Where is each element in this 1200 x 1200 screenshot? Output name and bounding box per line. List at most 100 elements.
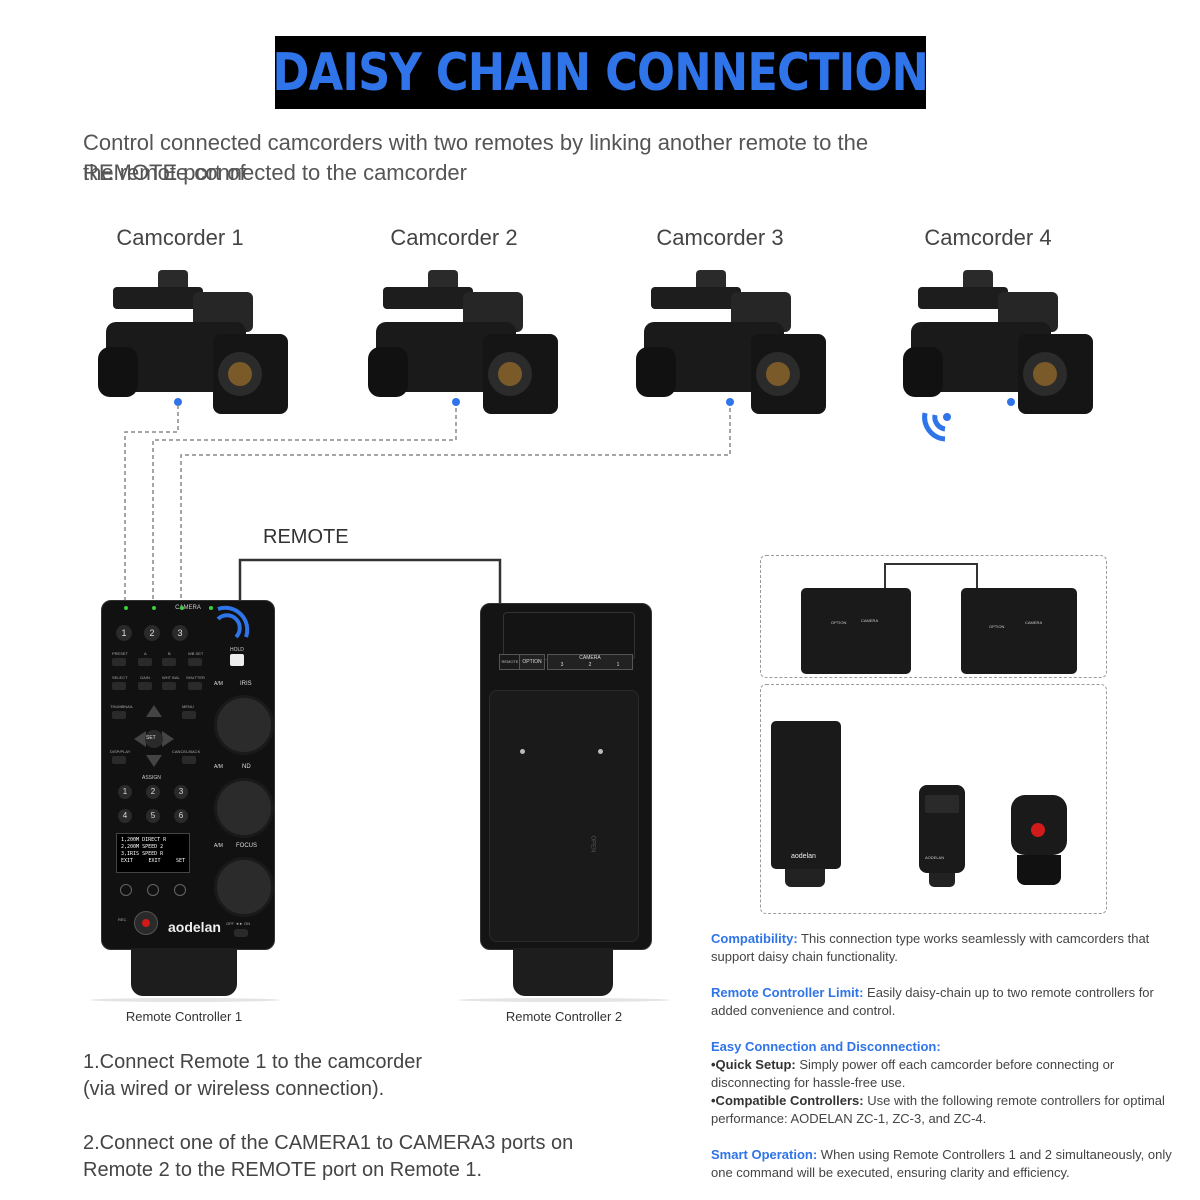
compatible-controllers-text: Use with the following remote controller… [711, 1093, 1165, 1126]
step-1-line-2: (via wired or wireless connection). [83, 1078, 385, 1100]
screw-left [520, 749, 525, 754]
controller-zc-compact: AODELAN [919, 785, 965, 873]
soft-button-right[interactable] [174, 884, 186, 896]
led-1 [124, 606, 128, 610]
quick-setup-head: •Quick Setup: [711, 1057, 796, 1072]
camcorder-icon [636, 270, 826, 414]
soft-key-3[interactable]: SET [175, 858, 185, 864]
set-button[interactable]: SET [146, 735, 156, 741]
assign-4-button[interactable]: 4 [118, 809, 132, 823]
focus-am-label: A/M [214, 843, 223, 849]
assign-label: ASSIGN [142, 775, 161, 781]
gain-button[interactable] [138, 682, 152, 690]
brand-logo-text: aodelan [168, 919, 221, 935]
wht-bal-button[interactable] [162, 682, 176, 690]
camcorder-icon [98, 270, 288, 414]
menu-button[interactable] [182, 711, 196, 719]
shutter-button[interactable] [188, 682, 202, 690]
status-screen: 1,200M DIRECT R 2,200M SPEED 2 3,IRIS SP… [116, 833, 190, 873]
remote-limit-head: Remote Controller Limit: [711, 985, 864, 1000]
smart-operation-text: When using Remote Controllers 1 and 2 si… [711, 1147, 1172, 1180]
remote-2-shadow [458, 998, 670, 1002]
smart-operation-head: Smart Operation: [711, 1147, 818, 1162]
select-label: SELECT [112, 675, 128, 680]
camera-1-button[interactable]: 1 [116, 625, 132, 641]
led-2 [152, 606, 156, 610]
cancel-button[interactable] [182, 756, 196, 764]
remote-wireless-icon [216, 605, 250, 639]
camera-port-3[interactable]: 3 [560, 662, 564, 668]
focus-dial[interactable] [214, 857, 274, 917]
soft-key-1[interactable]: EXIT [121, 858, 134, 864]
inset-remote-right: OPTION CAMERA [961, 588, 1077, 674]
camcorder-4-label: Camcorder 4 [924, 225, 1052, 250]
camcorder-4-image [903, 270, 1093, 414]
camera-port-2[interactable]: 2 [588, 662, 592, 668]
camcorder-3-image [636, 270, 826, 414]
hold-button[interactable] [230, 654, 244, 666]
screen-line-2: 2,200M SPEED 2 [121, 844, 164, 850]
dashed-line-cam2 [152, 408, 457, 600]
remote-controller-2-label: Remote Controller 2 [505, 1009, 623, 1024]
easy-connection-head: Easy Connection and Disconnection: [711, 1039, 941, 1054]
rear-label-plate [503, 612, 635, 660]
grip-base [1017, 855, 1061, 885]
inset-box-ports: OPTION CAMERA OPTION CAMERA [760, 555, 1107, 678]
remote-controller-1: CAMERA 1 2 3 HOLD PRESET A B WB SET SELE… [101, 600, 275, 950]
camera-3-button[interactable]: 3 [172, 625, 188, 641]
iris-dial[interactable] [214, 695, 274, 755]
soft-button-mid[interactable] [147, 884, 159, 896]
left-arrow-icon [134, 731, 146, 747]
camcorder-3-label: Camcorder 3 [656, 225, 784, 250]
menu-label: MENU [182, 704, 194, 709]
inset-option-right: OPTION [989, 624, 1005, 629]
wht-bal-label: WHT BAL [162, 675, 180, 680]
nd-dial[interactable] [214, 778, 274, 838]
preset-button[interactable] [112, 658, 126, 666]
assign-3-button[interactable]: 3 [174, 785, 188, 799]
assign-5-button[interactable]: 5 [146, 809, 160, 823]
title-banner: DAISY CHAIN CONNECTION [273, 36, 929, 109]
soft-key-2[interactable]: EXIT [148, 858, 161, 864]
iris-label: IRIS [240, 681, 252, 687]
disp-button[interactable] [112, 756, 126, 764]
camcorder-icon [368, 270, 558, 414]
disp-label: DISP/PLAY [110, 749, 131, 754]
select-button[interactable] [112, 682, 126, 690]
rec-button[interactable] [134, 911, 158, 935]
camera-2-button[interactable]: 2 [144, 625, 160, 641]
smart-operation-info: Smart Operation: When using Remote Contr… [711, 1146, 1181, 1182]
assign-2-button[interactable]: 2 [146, 785, 160, 799]
up-arrow-icon [146, 705, 162, 717]
remote-limit-info: Remote Controller Limit: Easily daisy-ch… [711, 984, 1181, 1020]
preset-label: PRESET [112, 651, 129, 656]
option-port[interactable]: OPTION [519, 654, 545, 670]
remote-1-mount [131, 948, 237, 996]
soft-button-left[interactable] [120, 884, 132, 896]
inset-camera-left: CAMERA [861, 618, 879, 623]
camcorder-1-image [98, 270, 288, 414]
camera-ports-label: CAMERA [579, 655, 601, 661]
remote-cable-label: REMOTE [263, 526, 349, 548]
battery-compartment: OPEN [489, 690, 639, 942]
b-button[interactable] [162, 658, 176, 666]
b-label: B [168, 651, 171, 656]
led-4 [209, 606, 213, 610]
led-3 [180, 606, 184, 610]
camera-port-1[interactable]: 1 [616, 662, 620, 668]
assign-6-button[interactable]: 6 [174, 809, 188, 823]
controller-zc-main: aodelan [771, 721, 841, 869]
thumbnail-button[interactable] [112, 711, 126, 719]
down-arrow-icon [146, 755, 162, 767]
remote-controller-1-label: Remote Controller 1 [125, 1009, 243, 1024]
power-switch[interactable] [234, 929, 248, 937]
step-2-line-1: 2.Connect one of the CAMERA1 to CAMERA3 … [83, 1132, 574, 1154]
wb-set-button[interactable] [188, 658, 202, 666]
a-button[interactable] [138, 658, 152, 666]
assign-1-button[interactable]: 1 [118, 785, 132, 799]
controller-zoom-grip [1011, 795, 1067, 855]
intro-line-1: Control connected camcorders with two re… [83, 130, 869, 185]
step-1-line-1: 1.Connect Remote 1 to the camcorder [83, 1051, 423, 1073]
a-label: A [144, 651, 147, 656]
screw-right [598, 749, 603, 754]
